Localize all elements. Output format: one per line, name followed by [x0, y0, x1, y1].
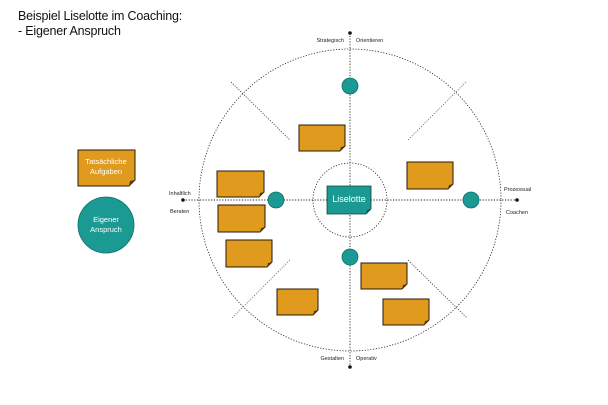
- outer-circle: [198, 48, 502, 352]
- aspiration-dot-bottom[interactable]: [341, 248, 359, 266]
- label-orientieren: Orientieren: [356, 38, 383, 44]
- task-note[interactable]: [406, 161, 454, 190]
- task-note[interactable]: [360, 262, 408, 290]
- aspiration-dot-right[interactable]: [462, 191, 480, 209]
- label-inhaltlich: Inhaltlich: [169, 191, 191, 197]
- axis-arrow-bottom: [348, 365, 352, 369]
- axis-arrow-left: [181, 198, 185, 202]
- label-strategisch: Strategisch: [316, 38, 344, 44]
- label-prozessual: Prozessual: [504, 187, 531, 193]
- diagonal-top-left: [230, 81, 291, 141]
- task-note[interactable]: [225, 239, 273, 268]
- legend-note-label-2: Aufgaben: [90, 167, 122, 176]
- task-note[interactable]: [276, 288, 319, 316]
- label-beraten: Beraten: [170, 209, 189, 215]
- task-notes: [216, 124, 454, 326]
- label-gestalten: Gestalten: [320, 356, 344, 362]
- diagonal-bottom-left: [231, 259, 291, 319]
- task-note[interactable]: [298, 124, 346, 152]
- label-operativ: Operativ: [356, 356, 377, 362]
- aspiration-dot-top[interactable]: [341, 77, 359, 95]
- diagonal-top-right: [407, 81, 467, 141]
- label-coachen: Coachen: [506, 210, 528, 216]
- axis-arrow-top: [348, 31, 352, 35]
- center-label: Liselotte: [332, 194, 366, 204]
- legend-note: Tatsächliche Aufgaben: [77, 149, 136, 187]
- legend-note-label-1: Tatsächliche: [85, 157, 126, 166]
- axis-arrow-right: [515, 198, 519, 202]
- legend-circle: Eigener Anspruch: [77, 196, 135, 254]
- legend-circle-label-1: Eigener: [93, 215, 119, 224]
- page-title: Beispiel Liselotte im Coaching: - Eigene…: [18, 9, 182, 39]
- legend-circle-label-2: Anspruch: [90, 225, 122, 234]
- task-note[interactable]: [216, 170, 265, 198]
- title-line-2: - Eigener Anspruch: [18, 24, 121, 38]
- task-note[interactable]: [382, 298, 430, 326]
- center-note[interactable]: Liselotte: [326, 185, 372, 215]
- aspiration-dot-left[interactable]: [267, 191, 285, 209]
- title-line-1: Beispiel Liselotte im Coaching:: [18, 9, 183, 23]
- diagonal-bottom-right: [407, 259, 468, 319]
- task-note[interactable]: [217, 204, 266, 233]
